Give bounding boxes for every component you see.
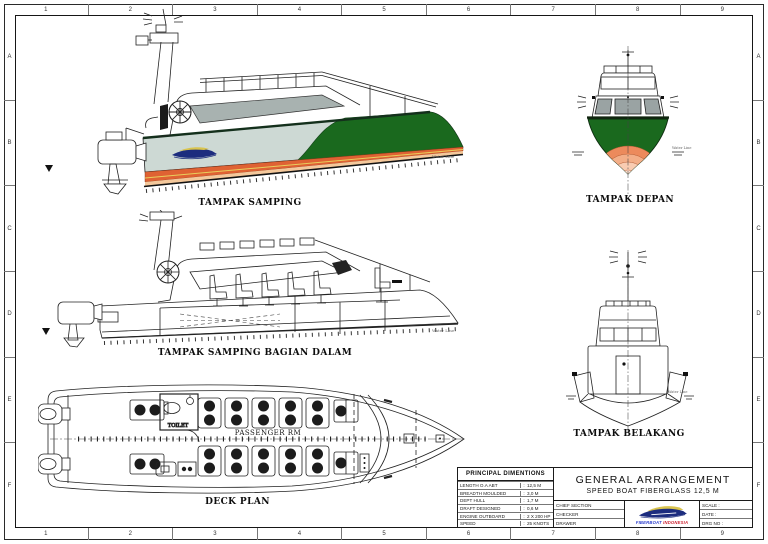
interior-hull (97, 280, 461, 345)
grid-row: A (7, 54, 12, 61)
boat-logo-icon (638, 505, 687, 518)
grid-row: C (756, 225, 761, 232)
grid-col: 9 (720, 6, 724, 13)
grid-row: D (756, 311, 761, 318)
outboard-motor (45, 131, 147, 195)
waterline-note: Water Line (432, 154, 455, 159)
grid-col: 2 (128, 6, 133, 13)
logo-word2: INDONESIA (663, 519, 689, 525)
table-row: DEPT HULL : 1,7 M (458, 496, 553, 504)
grid-band-right: A B C D E F (753, 15, 764, 528)
info-row: DATE : (700, 509, 752, 518)
radar-mast (135, 8, 183, 105)
company-logo: FIBERBOAT INDONESIA (625, 501, 700, 527)
side-hull (142, 110, 464, 193)
drawing-title: GENERAL ARRANGEMENT (575, 473, 731, 486)
rear-view-label: TAMPAK BELAKANG (573, 429, 685, 439)
grid-col: 1 (44, 531, 48, 537)
grid-col: 8 (636, 6, 640, 13)
title-block: GENERAL ARRANGEMENT SPEED BOAT FIBERGLAS… (553, 467, 753, 528)
grid-col: 9 (720, 531, 724, 537)
grid-col: 1 (44, 6, 48, 13)
grid-col: 5 (382, 531, 386, 537)
grid-col: 2 (128, 531, 133, 537)
waterline-note: Water Line (668, 390, 687, 394)
side-view-label: TAMPAK SAMPING (198, 198, 302, 208)
interior-seats (209, 267, 391, 307)
helm-wheel-icon (168, 100, 192, 124)
table-row: LENGTH O.A ABT : 12,5 M (458, 481, 553, 489)
table-row: BREADTH MOULDED : 3,0 M (458, 488, 553, 497)
grid-row: C (7, 225, 12, 232)
interior-view-label: TAMPAK SAMPING BAGIAN DALAM (157, 348, 353, 358)
rear-view-drawing: Water Line (566, 250, 694, 432)
table-row: ENGINE OUTBOARD : 2 X 200 HP (458, 511, 553, 520)
side-view-drawing: Water Line (45, 8, 464, 195)
interior-helm-wheel-icon (156, 260, 180, 284)
deck-plan-label: DECK PLAN (205, 497, 270, 507)
grid-col: 7 (551, 531, 555, 537)
front-view-drawing: Water Line (572, 46, 691, 194)
waterline-note: Water Line (672, 146, 691, 150)
grid-band-top: 1 2 3 4 5 6 7 8 9 (4, 4, 764, 15)
interior-view-drawing: Water Line (42, 210, 461, 348)
grid-row: B (756, 140, 761, 146)
grid-col: 4 (297, 531, 302, 537)
logo-wordmark: FIBERBOAT INDONESIA (636, 520, 688, 525)
logo-word1: FIBERBOAT (635, 519, 662, 525)
grid-band-left: A B C D E F (4, 15, 15, 528)
info-column: SCALE : DATE : DRG NO : (700, 501, 752, 527)
table-row: SPEED : 25 KNOTS (458, 519, 553, 527)
drawing-subtitle: SPEED BOAT FIBERGLASS 12,5 M (586, 487, 720, 495)
waterline-note: Water Line (432, 328, 455, 333)
deck-galley-units (155, 461, 197, 477)
grid-band-bottom: 1 2 3 4 5 6 7 8 9 (4, 528, 764, 540)
passenger-room-label: PASSENGER RM (235, 429, 301, 437)
grid-row: F (7, 482, 12, 489)
interior-outboard-motor (42, 301, 103, 348)
grid-row: E (7, 397, 12, 404)
info-row: SCALE : (702, 502, 720, 508)
signoff-row: CHECKER (554, 509, 624, 518)
helm-seats (333, 399, 370, 475)
side-superstructure (125, 71, 439, 140)
drawing-title-area: GENERAL ARRANGEMENT SPEED BOAT FIBERGLAS… (554, 468, 752, 501)
grid-row: F (756, 482, 761, 489)
signoff-column: CHIEF SECTION CHECKER DRAWER (554, 501, 625, 527)
dimensions-table-title: PRINCIPAL DIMENTIONS (458, 468, 553, 481)
toilet-label: TOILET (168, 423, 189, 429)
signoff-row: CHIEF SECTION (556, 502, 592, 508)
grid-col: 5 (382, 6, 386, 13)
grid-row: B (7, 140, 12, 146)
deck-outboard-motors (38, 403, 71, 475)
front-view-label: TAMPAK DEPAN (586, 195, 674, 205)
grid-row: A (756, 54, 761, 61)
deck-plan-drawing: TOILET (38, 384, 465, 494)
principal-dimensions-table: PRINCIPAL DIMENTIONS LENGTH O.A ABT : 12… (457, 467, 554, 528)
inner-border (15, 15, 753, 528)
passenger-seats (197, 397, 330, 477)
grid-col: 8 (636, 531, 640, 537)
info-row: DRG NO : (700, 518, 752, 527)
grid-row: E (756, 397, 761, 404)
table-row: DRAFT DESIGNED : 0,6 M (458, 504, 553, 512)
grid-col: 3 (213, 6, 217, 13)
bow-logo (172, 147, 217, 160)
grid-col: 6 (466, 6, 471, 13)
grid-col: 6 (466, 531, 471, 537)
grid-col: 4 (297, 6, 302, 13)
grid-row: D (7, 311, 12, 318)
grid-col: 3 (213, 531, 217, 537)
signoff-row: DRAWER (554, 518, 624, 527)
grid-col: 7 (551, 6, 555, 13)
deck-aft-seats (129, 399, 165, 475)
interior-cabin (138, 210, 431, 303)
